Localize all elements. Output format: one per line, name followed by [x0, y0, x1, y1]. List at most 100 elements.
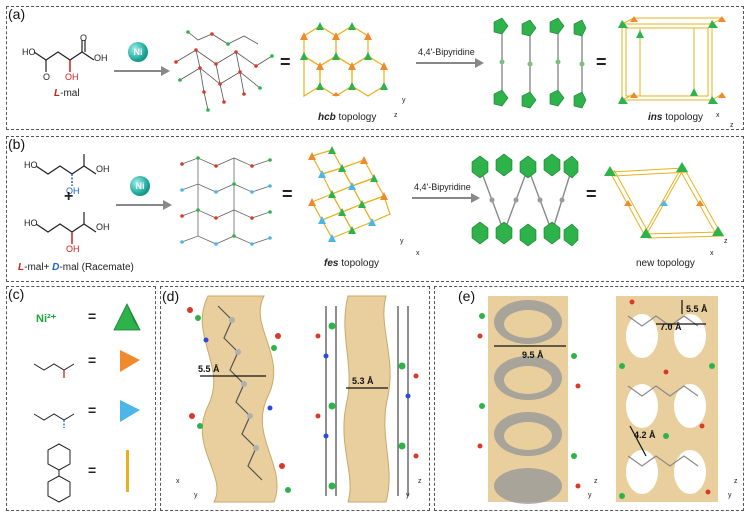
- equals-b1: =: [282, 184, 293, 204]
- racemate-l: L: [18, 262, 25, 273]
- pillared-structure-b: [471, 153, 579, 247]
- new-topology-label: new topology: [636, 258, 695, 269]
- e-meas-4: 4.2 Å: [634, 430, 656, 440]
- crystal-network-b: [180, 156, 272, 246]
- racemate-label: L-mal+ D-mal (Racemate): [18, 262, 134, 273]
- racemate-suffix: -mal (Racemate): [59, 262, 134, 273]
- l-mal-ho: HO: [22, 47, 36, 57]
- panel-d-label: (d): [162, 288, 180, 304]
- axis-z-d2: z: [418, 478, 422, 485]
- ni-label: Ni²⁺: [36, 313, 57, 325]
- axis-z-b2: z: [724, 238, 728, 245]
- c-d-mal-structure: [33, 413, 75, 428]
- axis-y-e2: y: [728, 492, 732, 499]
- panel-e: [434, 286, 744, 511]
- b-top-ho: HO: [24, 160, 38, 170]
- pillared-structure-a: [493, 17, 587, 109]
- hcb-suffix: topology: [335, 112, 377, 123]
- c-equals-4: =: [88, 462, 97, 478]
- axis-x-b1: x: [416, 250, 420, 257]
- c-equals-3: =: [88, 402, 97, 418]
- b-bot-ho: HO: [24, 218, 38, 228]
- d-meas-2: 5.3 Å: [352, 376, 374, 386]
- equals-a1: =: [280, 52, 291, 72]
- linker-label-a: 4,4'-Bipyridine: [418, 47, 475, 57]
- ins-topology: [618, 16, 726, 104]
- b-top-oh-blue: OH: [66, 186, 80, 196]
- d-meas-1: 5.5 Å: [198, 364, 220, 374]
- bipyridine-node-icon: [126, 450, 129, 492]
- ni-ball-b: Ni: [130, 176, 150, 196]
- l-mal-suffix: -mal: [60, 88, 80, 99]
- channel-view-d1: [187, 295, 291, 503]
- bipyridine-structure: [47, 443, 71, 503]
- arrow-a1: [114, 66, 170, 76]
- panel-c-label: (c): [8, 286, 25, 302]
- linker-label-b: 4,4'-Bipyridine: [414, 182, 471, 192]
- hcb-topology: [300, 22, 388, 98]
- l-mal-oh: OH: [94, 53, 108, 63]
- ni-node-icon: [113, 303, 141, 331]
- ins-name: ins: [648, 112, 663, 123]
- racemate-mid: -mal+: [24, 262, 53, 273]
- panel-a-label: (a): [8, 6, 26, 22]
- panel-c: [6, 286, 156, 511]
- axis-x-a2: x: [716, 112, 720, 119]
- e-meas-1: 9.5 Å: [522, 350, 544, 360]
- fes-name: fes: [324, 258, 339, 269]
- racemate-d: D: [52, 262, 60, 273]
- panel-e-label: (e): [458, 288, 476, 304]
- c-equals-1: =: [88, 308, 97, 324]
- axis-z-e2: z: [734, 478, 738, 485]
- panel-d: [160, 286, 430, 511]
- axis-y-a1: y: [402, 97, 406, 104]
- l-mal-label: L-mal: [54, 88, 80, 99]
- b-top-oh: OH: [96, 164, 110, 174]
- l-mal-o1: O: [43, 72, 51, 82]
- arrow-b1: [116, 200, 172, 210]
- ni-ball-a: Ni: [128, 42, 148, 62]
- d-mal-node-icon: [120, 400, 140, 422]
- axis-y-d1: y: [194, 492, 198, 499]
- arrow-a2: [416, 58, 484, 68]
- axis-z-a1: z: [394, 112, 398, 119]
- axis-y-b1: y: [400, 238, 404, 245]
- c-equals-2: =: [88, 352, 97, 368]
- panel-b: [6, 136, 744, 282]
- c-l-mal-structure: [33, 363, 75, 378]
- axis-y-d2: y: [406, 492, 410, 499]
- axis-z-e1: z: [594, 478, 598, 485]
- fes-topology: [308, 146, 391, 242]
- panel-b-label: (b): [8, 136, 26, 152]
- hcb-name: hcb: [318, 112, 336, 123]
- b-d-mal-structure: [35, 212, 97, 244]
- hcb-topology-label: hcb topology: [318, 112, 376, 123]
- axis-z-a2: z: [730, 122, 734, 129]
- b-bot-oh-red: OH: [66, 244, 80, 254]
- ins-suffix: topology: [662, 112, 704, 123]
- e-meas-3: 5.5 Å: [686, 304, 708, 314]
- e-meas-2: 7.0 Å: [660, 322, 682, 332]
- l-mal-node-icon: [120, 350, 140, 372]
- axis-x-b2: x: [710, 250, 714, 257]
- l-mal-oh-red: OH: [65, 72, 79, 82]
- panel-a: [6, 6, 744, 130]
- channel-view-e2: [616, 296, 718, 502]
- arrow-b2: [412, 193, 480, 203]
- l-mal-structure: [33, 40, 95, 72]
- crystal-network-a: [174, 30, 274, 112]
- b-bot-oh: OH: [96, 222, 110, 232]
- ins-topology-label: ins topology: [648, 112, 703, 123]
- channel-view-e1: [477, 296, 581, 504]
- channel-view-d2: [315, 295, 419, 503]
- equals-b2: =: [586, 184, 597, 204]
- fes-topology-label: fes topology: [324, 258, 379, 269]
- l-mal-prefix: L: [54, 88, 61, 99]
- axis-y-e1: y: [588, 492, 592, 499]
- fes-suffix: topology: [338, 258, 380, 269]
- b-l-mal-structure: [35, 154, 97, 186]
- b-plus: +: [64, 188, 74, 205]
- new-topology: [604, 162, 725, 239]
- l-mal-o2: O: [80, 33, 88, 43]
- equals-a2: =: [596, 52, 607, 72]
